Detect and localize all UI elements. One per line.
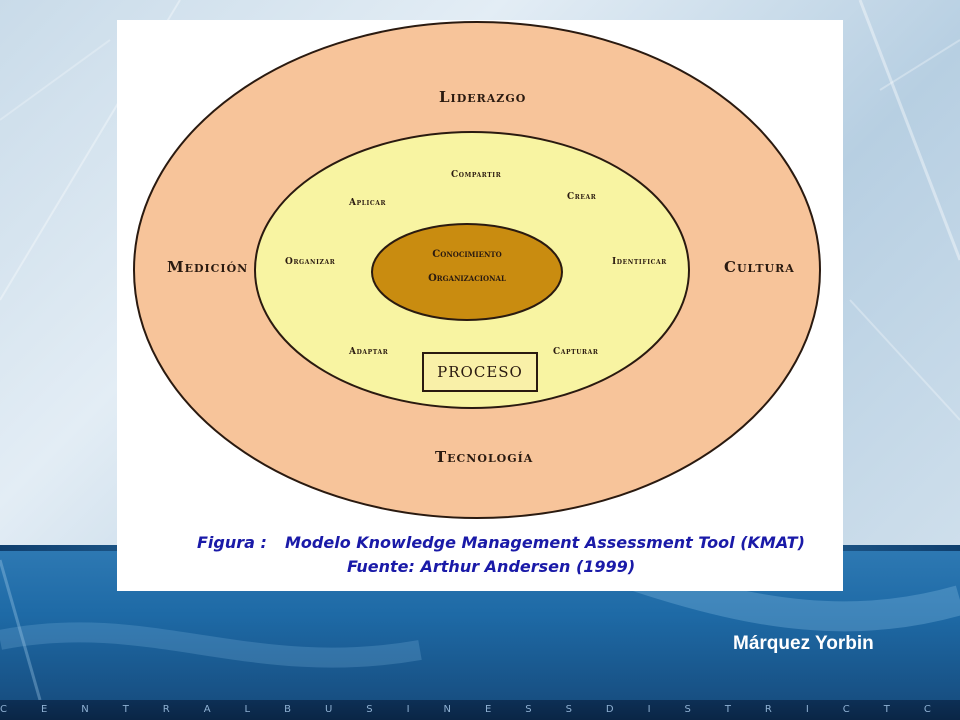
label-compartir: Compartir xyxy=(451,170,502,180)
label-cultura: Cultura xyxy=(724,258,795,276)
label-identificar: Identificar xyxy=(612,257,667,267)
label-tecnologia: Tecnología xyxy=(435,448,534,466)
label-capturar: Capturar xyxy=(553,347,599,357)
label-liderazgo: Liderazgo xyxy=(439,88,527,106)
author-name: Márquez Yorbin xyxy=(733,633,874,654)
process-box: PROCESO xyxy=(422,352,538,392)
core-ellipse xyxy=(371,223,563,321)
kmat-figure: Liderazgo Medición Cultura Tecnología Co… xyxy=(117,20,843,591)
label-crear: Crear xyxy=(567,192,597,202)
label-adaptar: Adaptar xyxy=(349,347,389,357)
caption-source: Fuente: Arthur Andersen (1999) xyxy=(347,557,636,576)
label-core-line1: Conocimiento xyxy=(432,249,502,260)
caption-prefix: Figura : xyxy=(197,533,267,552)
label-core-line2: Organizacional xyxy=(428,273,506,284)
label-medicion: Medición xyxy=(167,258,249,276)
label-aplicar: Aplicar xyxy=(349,198,387,208)
footer-strip: C E N T R A L B U S I N E S S D I S T R … xyxy=(0,700,960,720)
ellipses xyxy=(133,21,821,519)
label-organizar: Organizar xyxy=(285,257,336,267)
caption-title: Modelo Knowledge Management Assessment T… xyxy=(285,533,805,552)
